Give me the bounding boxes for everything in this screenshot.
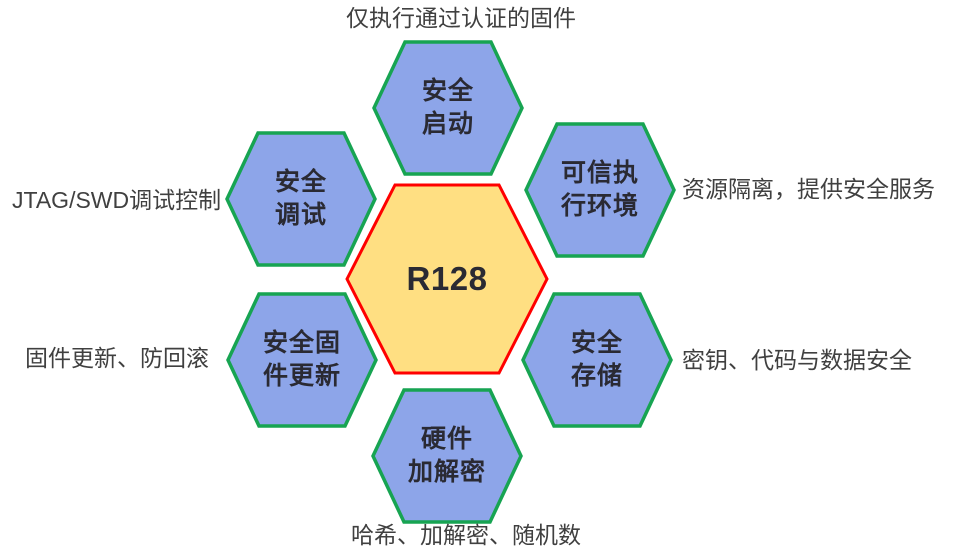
- hexagon-shape: [372, 40, 524, 176]
- hex-secure-firmware-update: 安全固 件更新: [226, 291, 378, 429]
- hexagon-shape: [524, 122, 676, 258]
- hex-trusted-execution-environment-label: 可信执 行环境: [560, 159, 639, 220]
- caption-secure-storage: 密钥、代码与数据安全: [682, 347, 912, 373]
- hex-secure-storage: 安全 存储: [521, 291, 673, 429]
- hexagon-shape: [521, 292, 673, 428]
- hex-secure-debug: 安全 调试: [225, 130, 377, 268]
- hex-hardware-crypto: 硬件 加解密: [371, 387, 523, 525]
- hex-secure-storage-label: 安全 存储: [570, 329, 623, 390]
- hexagon-shape: [226, 292, 378, 428]
- caption-secure-firmware-update: 固件更新、防回滚: [25, 345, 209, 371]
- hexagon-shape: [371, 388, 523, 524]
- center-chip-label: R128: [406, 260, 488, 297]
- hex-hardware-crypto-label: 硬件 加解密: [407, 425, 486, 486]
- hex-secure-debug-label: 安全 调试: [274, 168, 327, 229]
- hex-r128-center: R128: [344, 182, 550, 376]
- hex-secure-firmware-update-label: 安全固 件更新: [262, 329, 341, 390]
- hex-secure-boot-label: 安全 启动: [421, 77, 474, 138]
- hex-trusted-execution-environment: 可信执 行环境: [524, 121, 676, 259]
- caption-trusted-execution-environment: 资源隔离，提供安全服务: [682, 176, 935, 202]
- caption-secure-boot: 仅执行通过认证的固件: [346, 5, 576, 31]
- caption-hardware-crypto: 哈希、加解密、随机数: [351, 522, 581, 548]
- hexagon-shape: [225, 131, 377, 267]
- hex-secure-boot: 安全 启动: [372, 39, 524, 177]
- hexagon-shape: [345, 183, 549, 375]
- caption-secure-debug: JTAG/SWD调试控制: [12, 187, 222, 213]
